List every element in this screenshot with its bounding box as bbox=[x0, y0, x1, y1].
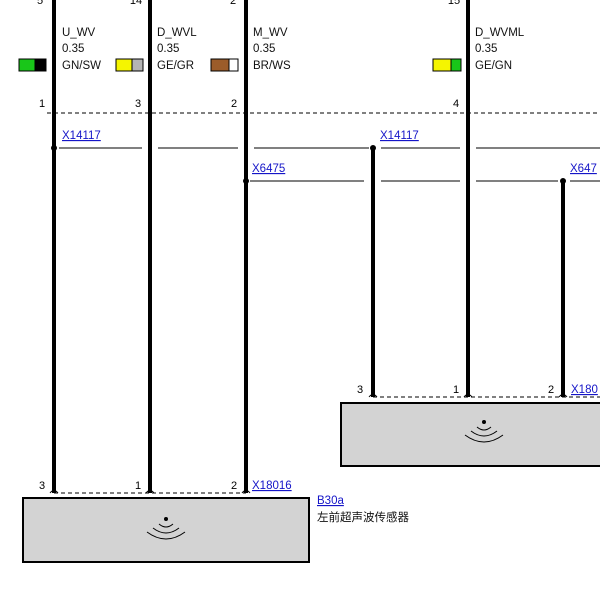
wire-label-m-wv: M_WV 0.35 BR/WS bbox=[253, 27, 291, 72]
color-swatch-ge-gn bbox=[432, 58, 462, 72]
wire-color: GE/GR bbox=[157, 60, 194, 72]
connector-pin: 2 bbox=[231, 98, 237, 110]
splice-link-x647[interactable]: X647 bbox=[570, 163, 597, 175]
splice-link-x14117-right[interactable]: X14117 bbox=[380, 130, 419, 142]
wire-color: GN/SW bbox=[62, 60, 101, 72]
sensor-pin: 1 bbox=[135, 480, 141, 492]
wire-color: GE/GN bbox=[475, 60, 512, 72]
connector-link-x18016[interactable]: X18016 bbox=[252, 480, 292, 492]
sensor-pin: 2 bbox=[548, 384, 554, 396]
ultrasonic-sensor-icon bbox=[146, 517, 186, 540]
sensor-body bbox=[340, 402, 600, 467]
splice-dot bbox=[560, 178, 566, 184]
top-pin-d-wvml: 15 bbox=[448, 0, 460, 7]
wire-name: D_WVL bbox=[157, 27, 197, 39]
splice-dot bbox=[243, 178, 249, 184]
connector-link-x180[interactable]: X180 bbox=[571, 384, 598, 396]
top-pin-m-wv: 2 bbox=[230, 0, 236, 7]
sensor-pin: 3 bbox=[357, 384, 363, 396]
sensor-pin: 2 bbox=[231, 480, 237, 492]
wire-label-d-wvl: D_WVL 0.35 GE/GR bbox=[157, 27, 197, 72]
sensor-body bbox=[22, 497, 310, 563]
right-sensor: 3 1 2 X180 bbox=[340, 384, 600, 467]
splice-dot bbox=[51, 145, 57, 151]
connector-pin: 3 bbox=[135, 98, 141, 110]
wire-label-u-wv: U_WV 0.35 GN/SW bbox=[62, 27, 101, 72]
color-swatch-ge-gr bbox=[115, 58, 144, 72]
splice-link-x6475[interactable]: X6475 bbox=[252, 163, 285, 175]
wire-size: 0.35 bbox=[157, 43, 179, 55]
component-description: 左前超声波传感器 bbox=[317, 510, 409, 524]
wire-label-d-wvml: D_WVML 0.35 GE/GN bbox=[475, 27, 525, 72]
splice-dot bbox=[370, 145, 376, 151]
splice-link-x14117-left[interactable]: X14117 bbox=[62, 130, 101, 142]
wire-name: M_WV bbox=[253, 27, 288, 39]
connector-pin: 4 bbox=[453, 98, 459, 110]
color-swatch-gn-sw bbox=[18, 58, 47, 72]
component-link-b30a[interactable]: B30a bbox=[317, 495, 344, 507]
sensor-pin: 1 bbox=[453, 384, 459, 396]
ultrasonic-sensor-icon bbox=[464, 420, 504, 443]
wire-size: 0.35 bbox=[62, 43, 84, 55]
top-pin-u-wv: 5 bbox=[37, 0, 43, 7]
color-swatch-br-ws bbox=[210, 58, 239, 72]
wire-size: 0.35 bbox=[475, 43, 497, 55]
wire-size: 0.35 bbox=[253, 43, 275, 55]
connector-pin: 1 bbox=[39, 98, 45, 110]
wire-name: U_WV bbox=[62, 27, 96, 39]
left-sensor: 3 1 2 X18016 B30a 左前超声波传感器 bbox=[22, 480, 409, 563]
wire-color: BR/WS bbox=[253, 60, 291, 72]
wire-name: D_WVML bbox=[475, 27, 525, 39]
sensor-pin: 3 bbox=[39, 480, 45, 492]
splice-lines bbox=[59, 147, 600, 182]
top-pin-d-wvl: 14 bbox=[130, 0, 142, 7]
